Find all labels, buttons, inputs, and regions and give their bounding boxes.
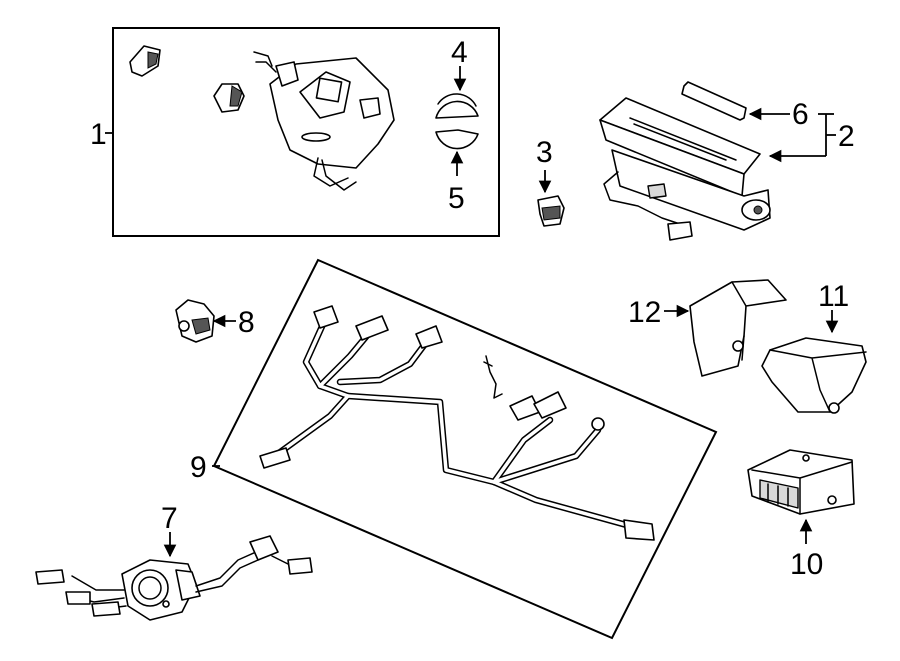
callout-3: 3 (536, 136, 553, 169)
bracket-12 (689, 279, 787, 377)
wiring-harness (259, 305, 655, 541)
callout-5: 5 (448, 182, 465, 215)
driver-airbag-module (253, 51, 395, 191)
airbag-cover-strip (681, 81, 747, 121)
callout-12: 12 (628, 296, 661, 329)
callout-2: 2 (838, 120, 855, 153)
horn-button-part (213, 83, 245, 113)
callout-7: 7 (161, 502, 178, 535)
callout-11: 11 (818, 280, 849, 313)
retainer-clip-3 (537, 195, 565, 227)
horn-cap-part (129, 45, 161, 77)
clip-ring-4 (435, 93, 479, 119)
sensor-11 (761, 337, 867, 414)
callout-9: 9 (190, 451, 207, 484)
callout-6: 6 (792, 98, 809, 131)
harness-frame-9 (212, 258, 718, 640)
callout-4: 4 (451, 36, 468, 69)
passenger-airbag-module (599, 97, 771, 241)
impact-sensor-8 (175, 299, 215, 343)
clock-spring-7 (35, 535, 313, 621)
callout-8: 8 (238, 306, 255, 339)
callout-10: 10 (790, 548, 823, 581)
group-frame-1 (112, 27, 500, 237)
callout-1: 1 (90, 118, 107, 151)
control-module-10 (747, 449, 855, 515)
clip-ring-5 (435, 129, 479, 150)
